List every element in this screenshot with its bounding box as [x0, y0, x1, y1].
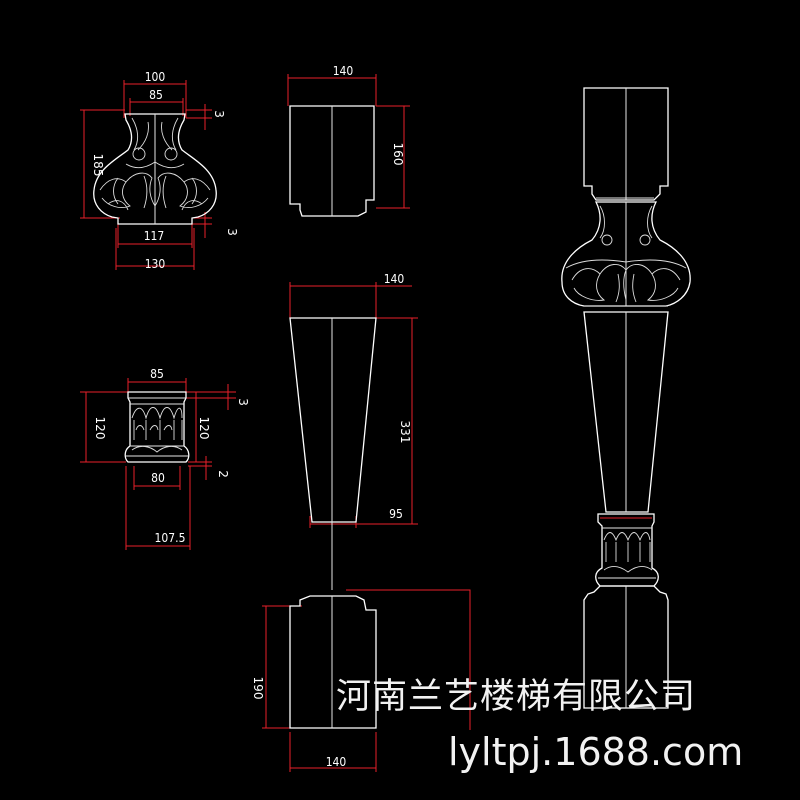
- watermark-company-name: 河南兰艺楼梯有限公司: [336, 677, 697, 717]
- vase-ornament-view: 100 85 185 3 117 3 130: [80, 70, 239, 271]
- upper-block-outline: [289, 105, 375, 217]
- capital-base-lip-label: 2: [216, 470, 230, 478]
- shaft-bottom-width-label: 95: [389, 507, 403, 521]
- base-block-height-label: 190: [251, 677, 265, 700]
- capital-width-label: 85: [150, 367, 164, 381]
- base-block-dimension-lines: [262, 589, 471, 772]
- shaft-dimension-lines: [289, 282, 418, 528]
- shaft-dimension-labels: 140 331 95: [384, 272, 412, 521]
- shaft-view: 140 331 95: [289, 272, 418, 590]
- upper-block-width-label: 140: [333, 64, 354, 78]
- capital-ornament-view: 85 120 120 3 80 2 107.5: [80, 367, 250, 550]
- shaft-height-label: 331: [398, 421, 412, 444]
- shaft-top-width-label: 140: [384, 272, 405, 286]
- vase-base-inner-label: 117: [144, 229, 165, 243]
- capital-height-left-label: 120: [93, 417, 107, 440]
- capital-height-right-label: 120: [197, 417, 211, 440]
- upper-block-dimension-lines: [287, 74, 410, 209]
- capital-top-lip-label: 3: [236, 398, 250, 406]
- vase-base-width-label: 130: [145, 257, 166, 271]
- vase-dimension-labels: 100 85 185 3 117 3 130: [91, 70, 239, 271]
- capital-outline: [124, 391, 190, 463]
- upper-block-dimension-labels: 140 160: [333, 64, 405, 165]
- vase-height-label: 185: [91, 154, 105, 177]
- upper-block-view: 140 160: [287, 64, 410, 217]
- capital-dimension-lines: [80, 378, 236, 550]
- vase-neck-width-label: 85: [149, 88, 163, 102]
- base-block-width-label: 140: [326, 755, 347, 769]
- vase-base-lip-label: 3: [225, 228, 239, 236]
- base-block-dimension-labels: 190 140: [251, 677, 346, 769]
- capital-base-width-label: 107.5: [155, 531, 186, 545]
- vase-top-lip-label: 3: [212, 110, 226, 118]
- base-block-view: 190 140: [251, 589, 471, 772]
- capital-dimension-labels: 85 120 120 3 80 2 107.5: [93, 367, 250, 545]
- vase-outline: [93, 113, 217, 225]
- assembled-baluster-view: [561, 87, 691, 709]
- capital-base-inner-label: 80: [151, 471, 165, 485]
- shaft-outline: [289, 317, 377, 590]
- vase-dimension-lines: [80, 80, 212, 270]
- watermark-site-url: lyltpj.1688.com: [448, 730, 744, 774]
- upper-block-height-label: 160: [391, 143, 405, 166]
- vase-top-width-label: 100: [145, 70, 166, 84]
- base-block-outline: [289, 595, 377, 729]
